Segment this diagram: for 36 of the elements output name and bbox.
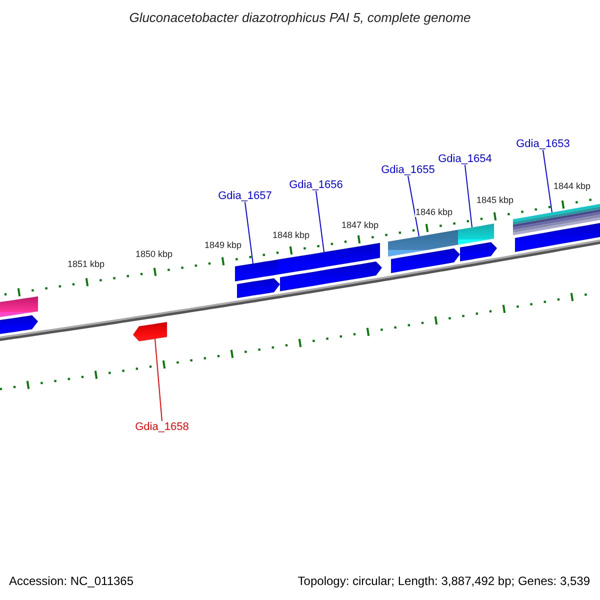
gene-bar <box>278 242 380 274</box>
gene-label: Gdia_1658 <box>135 421 189 433</box>
gene-feature <box>237 278 280 298</box>
scale-label: 1845 kbp <box>476 195 514 205</box>
gene-feature <box>280 262 382 292</box>
leader-line <box>464 164 472 228</box>
gene-label: Gdia_1654 <box>438 153 492 165</box>
gene-feature <box>391 248 460 274</box>
gene-label: Gdia_1653 <box>516 138 570 150</box>
leader-line <box>408 176 420 237</box>
scale-label: 1849 kbp <box>204 240 242 250</box>
gene-label: Gdia_1656 <box>289 179 343 191</box>
footer-text: Accession: NC_011365 <box>9 574 134 588</box>
scale-label: 1848 kbp <box>272 230 310 240</box>
scale-label: 1850 kbp <box>135 249 173 259</box>
scale-label: 1847 kbp <box>341 220 379 230</box>
gene-bar <box>513 204 600 236</box>
leader-line <box>316 190 324 253</box>
scale-label: 1844 kbp <box>553 181 591 191</box>
gene-label: Gdia_1657 <box>218 190 272 202</box>
gene-feature <box>0 315 38 334</box>
gene-bar <box>388 230 458 257</box>
leader-line <box>542 150 552 213</box>
scale-label: 1851 kbp <box>67 259 105 269</box>
gene-bar <box>235 260 278 282</box>
gene-feature <box>133 322 167 342</box>
gene-feature <box>460 242 497 262</box>
leader-line <box>154 338 162 422</box>
gene-bar <box>515 222 600 252</box>
title: Gluconacetobacter diazotrophicus PAI 5, complete genome <box>128 10 472 25</box>
scale-label: 1846 kbp <box>415 207 453 217</box>
gene-label: Gdia_1655 <box>381 164 435 176</box>
gene-bar <box>458 224 494 245</box>
gene-bar <box>0 296 38 317</box>
footer-text: Topology: circular; Length: 3,887,492 bp; Genes: 3,539 <box>298 574 590 588</box>
leader-line <box>244 202 254 264</box>
